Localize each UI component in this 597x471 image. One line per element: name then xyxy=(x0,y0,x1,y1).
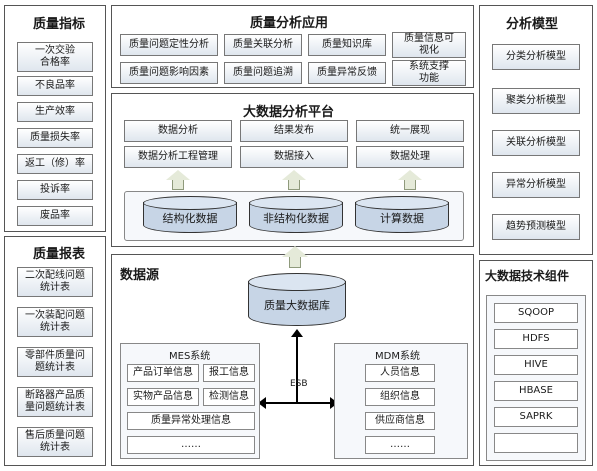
quality-apps-title: 质量分析应用 xyxy=(250,16,329,31)
mes-work-report: 报工信息 xyxy=(203,364,255,382)
computed-data-label: 计算数据 xyxy=(380,212,424,225)
mdm-system-box: MDM系统 人员信息 组织信息 供应商信息 …… xyxy=(334,343,468,459)
metric-production-efficiency: 生产效率 xyxy=(17,102,93,122)
platform-data-processing: 数据处理 xyxy=(356,146,464,168)
tech-spark: SAPRK xyxy=(494,407,578,427)
metric-complaint-rate: 投诉率 xyxy=(17,180,93,200)
model-trend-prediction: 趋势预测模型 xyxy=(492,214,580,240)
mes-order-info: 产品订单信息 xyxy=(127,364,199,382)
data-store-container: 结构化数据 非结构化数据 计算数据 xyxy=(124,191,464,241)
mdm-system-title: MDM系统 xyxy=(375,351,420,362)
mes-inspection-info: 检测信息 xyxy=(203,388,255,406)
model-anomaly: 异常分析模型 xyxy=(492,172,580,198)
report-primary-assembly: 一次装配问题 统计表 xyxy=(17,307,93,337)
model-clustering: 聚类分析模型 xyxy=(492,88,580,114)
app-correlation-analysis: 质量关联分析 xyxy=(224,34,302,56)
quality-apps-panel: 质量分析应用 质量问题定性分析 质量关联分析 质量知识库 质量信息可 视化 质量… xyxy=(111,5,474,88)
quality-metrics-title: 质量指标 xyxy=(33,17,86,32)
bigdata-platform-title: 大数据分析平台 xyxy=(243,105,335,120)
model-correlation: 关联分析模型 xyxy=(492,130,580,156)
quality-reports-title: 质量报表 xyxy=(33,247,86,262)
mes-product-info: 实物产品信息 xyxy=(127,388,199,406)
platform-data-analysis: 数据分析 xyxy=(124,120,232,142)
model-classification: 分类分析模型 xyxy=(492,44,580,70)
quality-reports-panel: 质量报表 二次配线问题 统计表 一次装配问题 统计表 零部件质量问 题统计表 断… xyxy=(4,236,106,466)
platform-up-arrow-2 xyxy=(282,170,306,190)
mdm-organization-info: 组织信息 xyxy=(365,388,435,406)
analysis-models-panel: 分析模型 分类分析模型 聚类分析模型 关联分析模型 异常分析模型 趋势预测模型 xyxy=(479,5,593,255)
platform-up-arrow-1 xyxy=(166,170,190,190)
mes-system-box: MES系统 产品订单信息 报工信息 实物产品信息 检测信息 质量异常处理信息 …… xyxy=(120,343,260,459)
metric-scrap-rate: 废品率 xyxy=(17,206,93,226)
platform-data-ingest: 数据接入 xyxy=(240,146,348,168)
mdm-personnel-info: 人员信息 xyxy=(365,364,435,382)
app-anomaly-feedback: 质量异常反馈 xyxy=(308,62,386,84)
unstructured-data-label: 非结构化数据 xyxy=(263,212,329,225)
tech-sqoop: SQOOP xyxy=(494,303,578,323)
mes-more: …… xyxy=(127,436,255,454)
esb-connector xyxy=(258,329,338,409)
platform-up-arrow-3 xyxy=(398,170,422,190)
structured-data-label: 结构化数据 xyxy=(162,212,218,225)
unstructured-data-cylinder: 非结构化数据 xyxy=(249,196,343,238)
app-qualitative-analysis: 质量问题定性分析 xyxy=(120,34,218,56)
tech-hive: HIVE xyxy=(494,355,578,375)
report-circuit-breaker: 断路器产品质 量问题统计表 xyxy=(17,387,93,417)
app-influencing-factors: 质量问题影响因素 xyxy=(120,62,218,84)
quality-metrics-panel: 质量指标 一次交验 合格率 不良品率 生产效率 质量损失率 返工（修）率 投诉率… xyxy=(4,5,106,232)
structured-data-cylinder: 结构化数据 xyxy=(143,196,237,238)
quality-database-cylinder: 质量大数据库 xyxy=(248,273,346,329)
app-traceability: 质量问题追溯 xyxy=(224,62,302,84)
metric-defect-rate: 不良品率 xyxy=(17,76,93,96)
tech-hbase: HBASE xyxy=(494,381,578,401)
report-after-sales: 售后质量问题 统计表 xyxy=(17,427,93,457)
bigdata-platform-panel: 大数据分析平台 数据分析 结果发布 统一展现 数据分析工程管理 数据接入 数据处… xyxy=(111,93,474,247)
tech-components-panel: 大数据技术组件 SQOOP HDFS HIVE HBASE SAPRK xyxy=(479,260,593,466)
platform-unified-display: 统一展现 xyxy=(356,120,464,142)
mes-system-title: MES系统 xyxy=(169,351,211,362)
mdm-more: …… xyxy=(365,436,435,454)
mes-anomaly-info: 质量异常处理信息 xyxy=(127,412,255,430)
app-knowledge-base: 质量知识库 xyxy=(308,34,386,56)
platform-result-publish: 结果发布 xyxy=(240,120,348,142)
computed-data-cylinder: 计算数据 xyxy=(355,196,449,238)
tech-components-title: 大数据技术组件 xyxy=(485,269,570,283)
report-components: 零部件质量问 题统计表 xyxy=(17,347,93,377)
esb-label: ESB xyxy=(290,379,308,389)
data-source-title: 数据源 xyxy=(120,268,160,283)
datasource-to-platform-arrow xyxy=(282,246,308,268)
app-system-support: 系统支撑 功能 xyxy=(392,60,466,86)
metric-first-pass-yield: 一次交验 合格率 xyxy=(17,42,93,72)
platform-engineering-mgmt: 数据分析工程管理 xyxy=(124,146,232,168)
metric-rework-rate: 返工（修）率 xyxy=(17,154,93,174)
analysis-models-title: 分析模型 xyxy=(506,17,559,32)
tech-hdfs: HDFS xyxy=(494,329,578,349)
data-source-panel: 数据源 质量大数据库 ESB MES系统 产品订单信息 报工信息 实物产品信息 … xyxy=(111,254,474,466)
metric-quality-loss-rate: 质量损失率 xyxy=(17,128,93,148)
quality-database-label: 质量大数据库 xyxy=(264,299,330,312)
tech-empty-slot xyxy=(494,433,578,453)
app-visualization: 质量信息可 视化 xyxy=(392,32,466,58)
mdm-supplier-info: 供应商信息 xyxy=(365,412,435,430)
report-secondary-wiring: 二次配线问题 统计表 xyxy=(17,267,93,297)
